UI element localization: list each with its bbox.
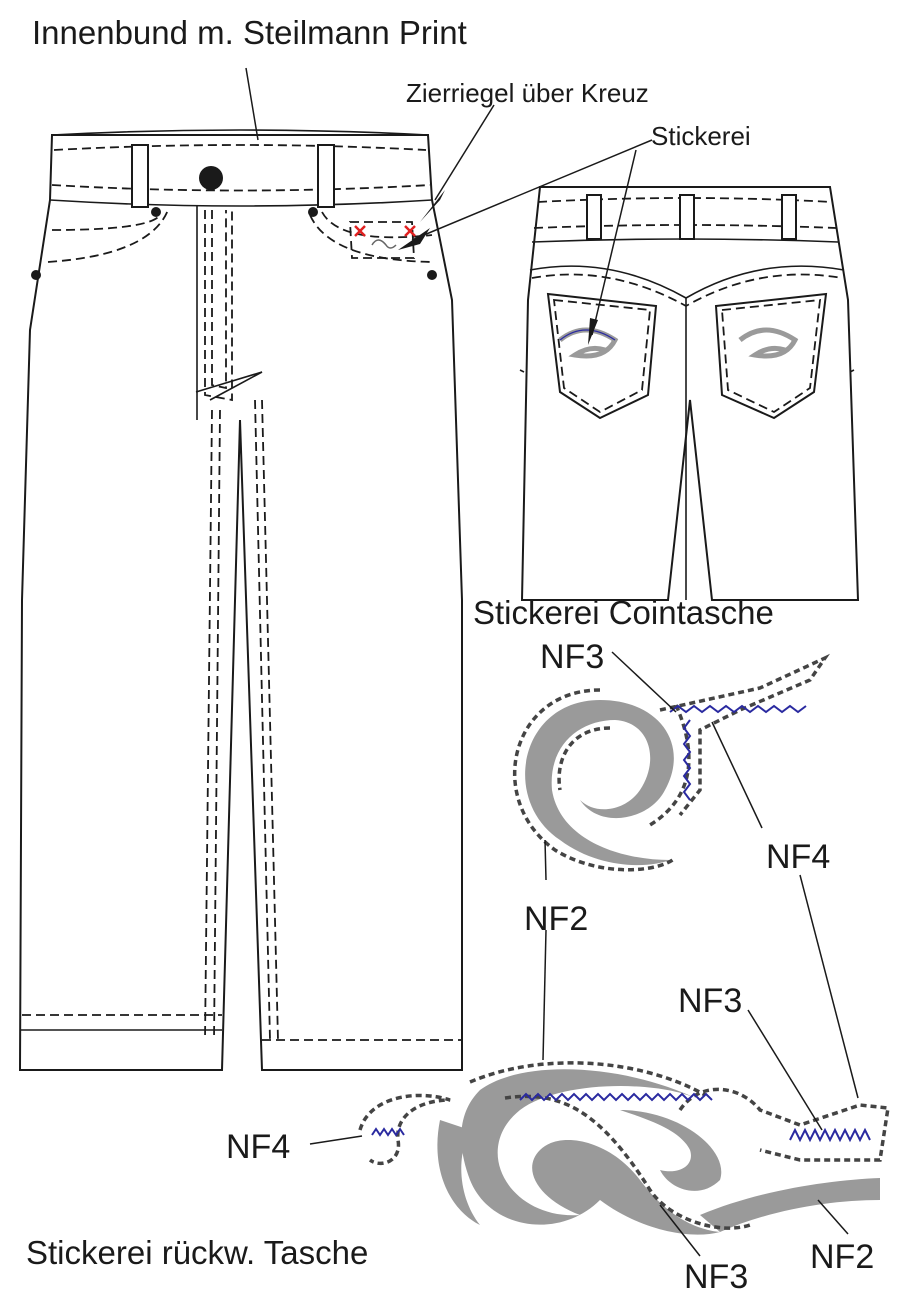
bartack-label: Zierriegel über Kreuz: [406, 78, 649, 108]
coin-nf3-label: NF3: [540, 638, 605, 676]
embroidery-label: Stickerei: [651, 121, 751, 151]
back-nf3-upper-label: NF3: [678, 982, 743, 1020]
bartack-marks: [354, 225, 416, 237]
back-nf3-lower-label: NF3: [684, 1258, 749, 1296]
back-nf2-label: NF2: [810, 1238, 875, 1276]
coin-nf4-label: NF4: [766, 838, 831, 876]
button: [199, 166, 223, 190]
back-jeans-view: [519, 149, 860, 601]
back-pocket-embroidery-title: Stickerei rückw. Tasche: [26, 1234, 369, 1271]
front-jeans-view: [18, 67, 653, 1071]
coin-nf2-label: NF2: [524, 900, 589, 938]
back-pocket-embroidery-detail: [309, 874, 891, 1257]
coin-pocket-embroidery-detail: [513, 651, 831, 881]
coin-pocket-embroidery-title: Stickerei Cointasche: [473, 594, 774, 631]
waistband-label: Innenbund m. Steilmann Print: [32, 14, 467, 51]
back-nf4-label: NF4: [226, 1128, 291, 1166]
